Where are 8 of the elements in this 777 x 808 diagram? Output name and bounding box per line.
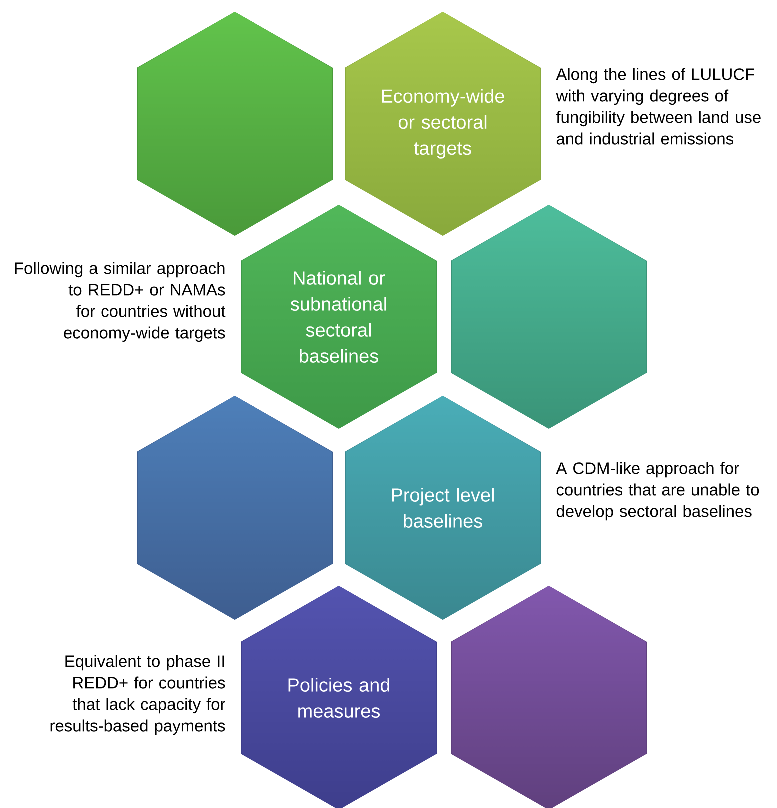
side-note: Equivalent to phase II REDD+ for countries that lack capacity for results-based payments	[50, 655, 226, 736]
hexagon: Project level baselines	[345, 396, 541, 620]
hexagon: Policies and measures	[241, 586, 437, 808]
side-note: Along the lines of LULUCF with varying degrees of fungibility between land use and industrial emissions	[556, 68, 761, 145]
side-note: A CDM-like approach for countries that are unable to develop sectoral baselines	[556, 462, 760, 521]
hexagon: National or subnational sectoral baselines	[241, 205, 437, 429]
hexagon: Economy-wide or sectoral targets	[345, 12, 541, 236]
side-note: Following a similar approach to REDD+ or NAMAs for countries without economy-wide targets	[15, 262, 226, 342]
